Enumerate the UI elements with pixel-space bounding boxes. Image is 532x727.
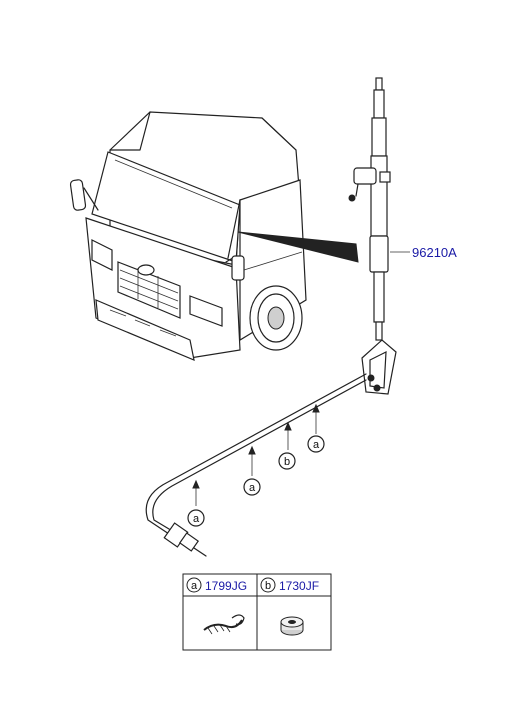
antenna-cable bbox=[145, 373, 367, 557]
svg-text:b: b bbox=[284, 456, 290, 468]
svg-text:b: b bbox=[265, 580, 271, 592]
svg-text:1730JF: 1730JF bbox=[279, 579, 319, 593]
antenna-base-mount bbox=[361, 339, 397, 395]
legend-item-a: a 1799JG bbox=[186, 577, 247, 635]
part-number-label: 96210A bbox=[412, 245, 457, 260]
front-wheel bbox=[249, 285, 303, 351]
truck-cab-illustration bbox=[69, 111, 359, 361]
svg-text:a: a bbox=[313, 439, 320, 451]
left-mirror bbox=[69, 179, 99, 211]
right-mirror bbox=[225, 255, 245, 281]
antenna-mast bbox=[348, 77, 397, 395]
callout-2: b bbox=[278, 452, 296, 470]
mast-bracket bbox=[348, 167, 391, 202]
svg-text:a: a bbox=[249, 482, 256, 494]
svg-text:a: a bbox=[191, 580, 198, 592]
part-number-callout: 96210A bbox=[390, 245, 457, 260]
svg-text:1799JG: 1799JG bbox=[205, 579, 247, 593]
legend-item-b: b 1730JF bbox=[260, 577, 319, 636]
callout-3: a bbox=[243, 478, 261, 496]
parts-legend-table: a 1799JG b 1730JF bbox=[182, 573, 332, 651]
grille bbox=[117, 261, 181, 319]
callout-markers: a b a a bbox=[187, 403, 325, 527]
svg-text:a: a bbox=[193, 513, 200, 525]
cable-connector-plug bbox=[163, 522, 207, 557]
callout-4: a bbox=[307, 435, 325, 453]
grommet-icon bbox=[280, 616, 304, 636]
cable-clip-icon bbox=[203, 614, 245, 635]
callout-1: a bbox=[187, 509, 205, 527]
